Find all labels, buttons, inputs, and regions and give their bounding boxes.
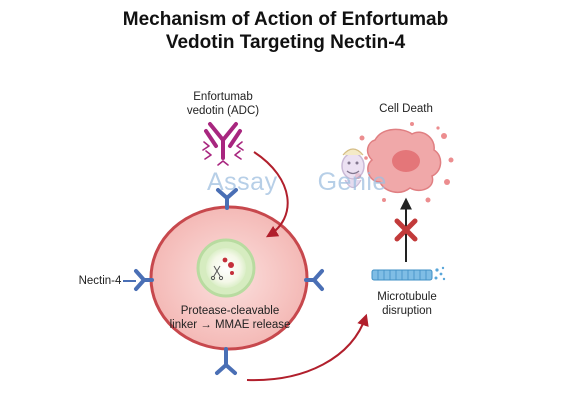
antibody-drug-conjugate-icon	[202, 122, 244, 166]
release-label-line1: Protease-cleavable	[180, 305, 280, 317]
block-x-icon	[394, 218, 418, 242]
lysosome-vesicle	[196, 238, 256, 298]
adc-label-line2: vedotin (ADC)	[186, 105, 260, 117]
genie-mascot-icon	[341, 148, 365, 189]
microtubule-label-line2: disruption	[382, 305, 432, 317]
nectin4-receptor-left	[134, 269, 154, 291]
mmae-payload-icon	[222, 257, 234, 275]
watermark-logo: Assay Genie	[207, 168, 387, 197]
cell-death-label: Cell Death	[379, 103, 433, 115]
microtubule-label-line1: Microtubule	[377, 291, 437, 303]
watermark-part1: Assay	[207, 168, 278, 196]
nectin4-receptor-right	[304, 269, 324, 291]
payload-arrow	[246, 313, 369, 382]
dead-cell-icon	[355, 122, 454, 203]
scissors-icon	[210, 265, 224, 281]
release-label-line2: linker → MMAE release	[169, 319, 291, 331]
nectin4-receptor-bottom	[215, 347, 237, 375]
watermark-part2: Genie	[317, 168, 387, 196]
nectin4-receptor-top	[216, 188, 238, 210]
microtubule-icon	[371, 266, 446, 281]
internalization-arrow	[253, 151, 289, 238]
diagram-title-line2: Vedotin Targeting Nectin-4	[165, 32, 406, 53]
nectin4-label: Nectin-4	[78, 275, 122, 287]
diagram-title-line1: Mechanism of Action of Enfortumab	[122, 9, 449, 30]
adc-label-line1: Enfortumab	[193, 91, 253, 103]
